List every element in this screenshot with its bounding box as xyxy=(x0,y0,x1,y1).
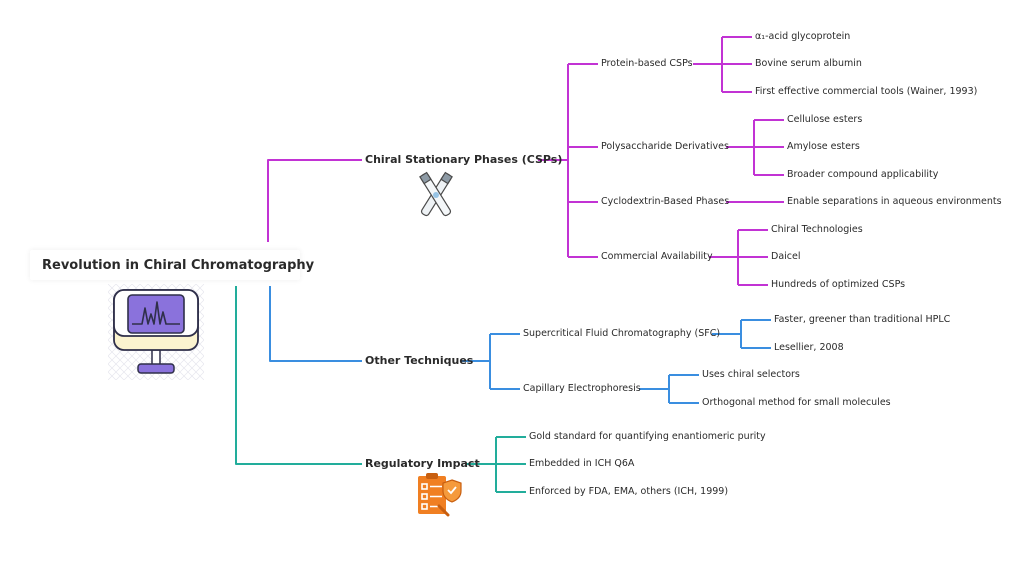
compliance-clipboard-icon xyxy=(418,473,462,517)
leaf-node[interactable]: Broader compound applicability xyxy=(787,169,939,180)
node-cyclodextrin-based-phases[interactable]: Cyclodextrin-Based Phases xyxy=(601,196,730,207)
regulatory-connectors xyxy=(235,286,526,493)
branch-regulatory-impact[interactable]: Regulatory Impact xyxy=(365,457,480,470)
leaf-node[interactable]: Enforced by FDA, EMA, others (ICH, 1999) xyxy=(529,486,729,497)
other-connectors xyxy=(269,286,771,404)
node-protein-based-csps[interactable]: Protein-based CSPs xyxy=(601,58,693,69)
root-title: Revolution in Chiral Chromatography xyxy=(42,258,315,273)
leaf-node[interactable]: α₁-acid glycoprotein xyxy=(755,31,851,42)
leaf-node[interactable]: Orthogonal method for small molecules xyxy=(702,397,891,408)
monitor-chromatogram-icon xyxy=(108,284,204,380)
leaf-node[interactable]: Enable separations in aqueous environmen… xyxy=(787,196,1002,207)
leaf-node[interactable]: Gold standard for quantifying enantiomer… xyxy=(529,431,766,442)
leaf-node[interactable]: Hundreds of optimized CSPs xyxy=(771,279,906,290)
root-node[interactable]: Revolution in Chiral Chromatography xyxy=(30,250,314,280)
leaf-node[interactable]: Bovine serum albumin xyxy=(755,58,862,69)
leaf-node[interactable]: Embedded in ICH Q6A xyxy=(529,458,635,469)
test-tubes-icon xyxy=(419,171,453,217)
leaf-node[interactable]: Uses chiral selectors xyxy=(702,369,800,380)
leaf-node[interactable]: Cellulose esters xyxy=(787,114,863,125)
leaf-node[interactable]: Chiral Technologies xyxy=(771,224,863,235)
branch-csp[interactable]: Chiral Stationary Phases (CSPs) xyxy=(365,153,563,166)
leaf-node[interactable]: Daicel xyxy=(771,251,801,262)
csp-connectors xyxy=(267,36,784,286)
branch-other-techniques[interactable]: Other Techniques xyxy=(365,354,474,367)
node-commercial-availability[interactable]: Commercial Availability xyxy=(601,251,713,262)
node-polysaccharide-derivatives[interactable]: Polysaccharide Derivatives xyxy=(601,141,729,152)
node-capillary-electrophoresis[interactable]: Capillary Electrophoresis xyxy=(523,383,641,394)
leaf-node[interactable]: First effective commercial tools (Wainer… xyxy=(755,86,978,97)
node-sfc[interactable]: Supercritical Fluid Chromatography (SFC) xyxy=(523,328,721,339)
leaf-node[interactable]: Amylose esters xyxy=(787,141,860,152)
leaf-node[interactable]: Lesellier, 2008 xyxy=(774,342,844,353)
leaf-node[interactable]: Faster, greener than traditional HPLC xyxy=(774,314,951,325)
